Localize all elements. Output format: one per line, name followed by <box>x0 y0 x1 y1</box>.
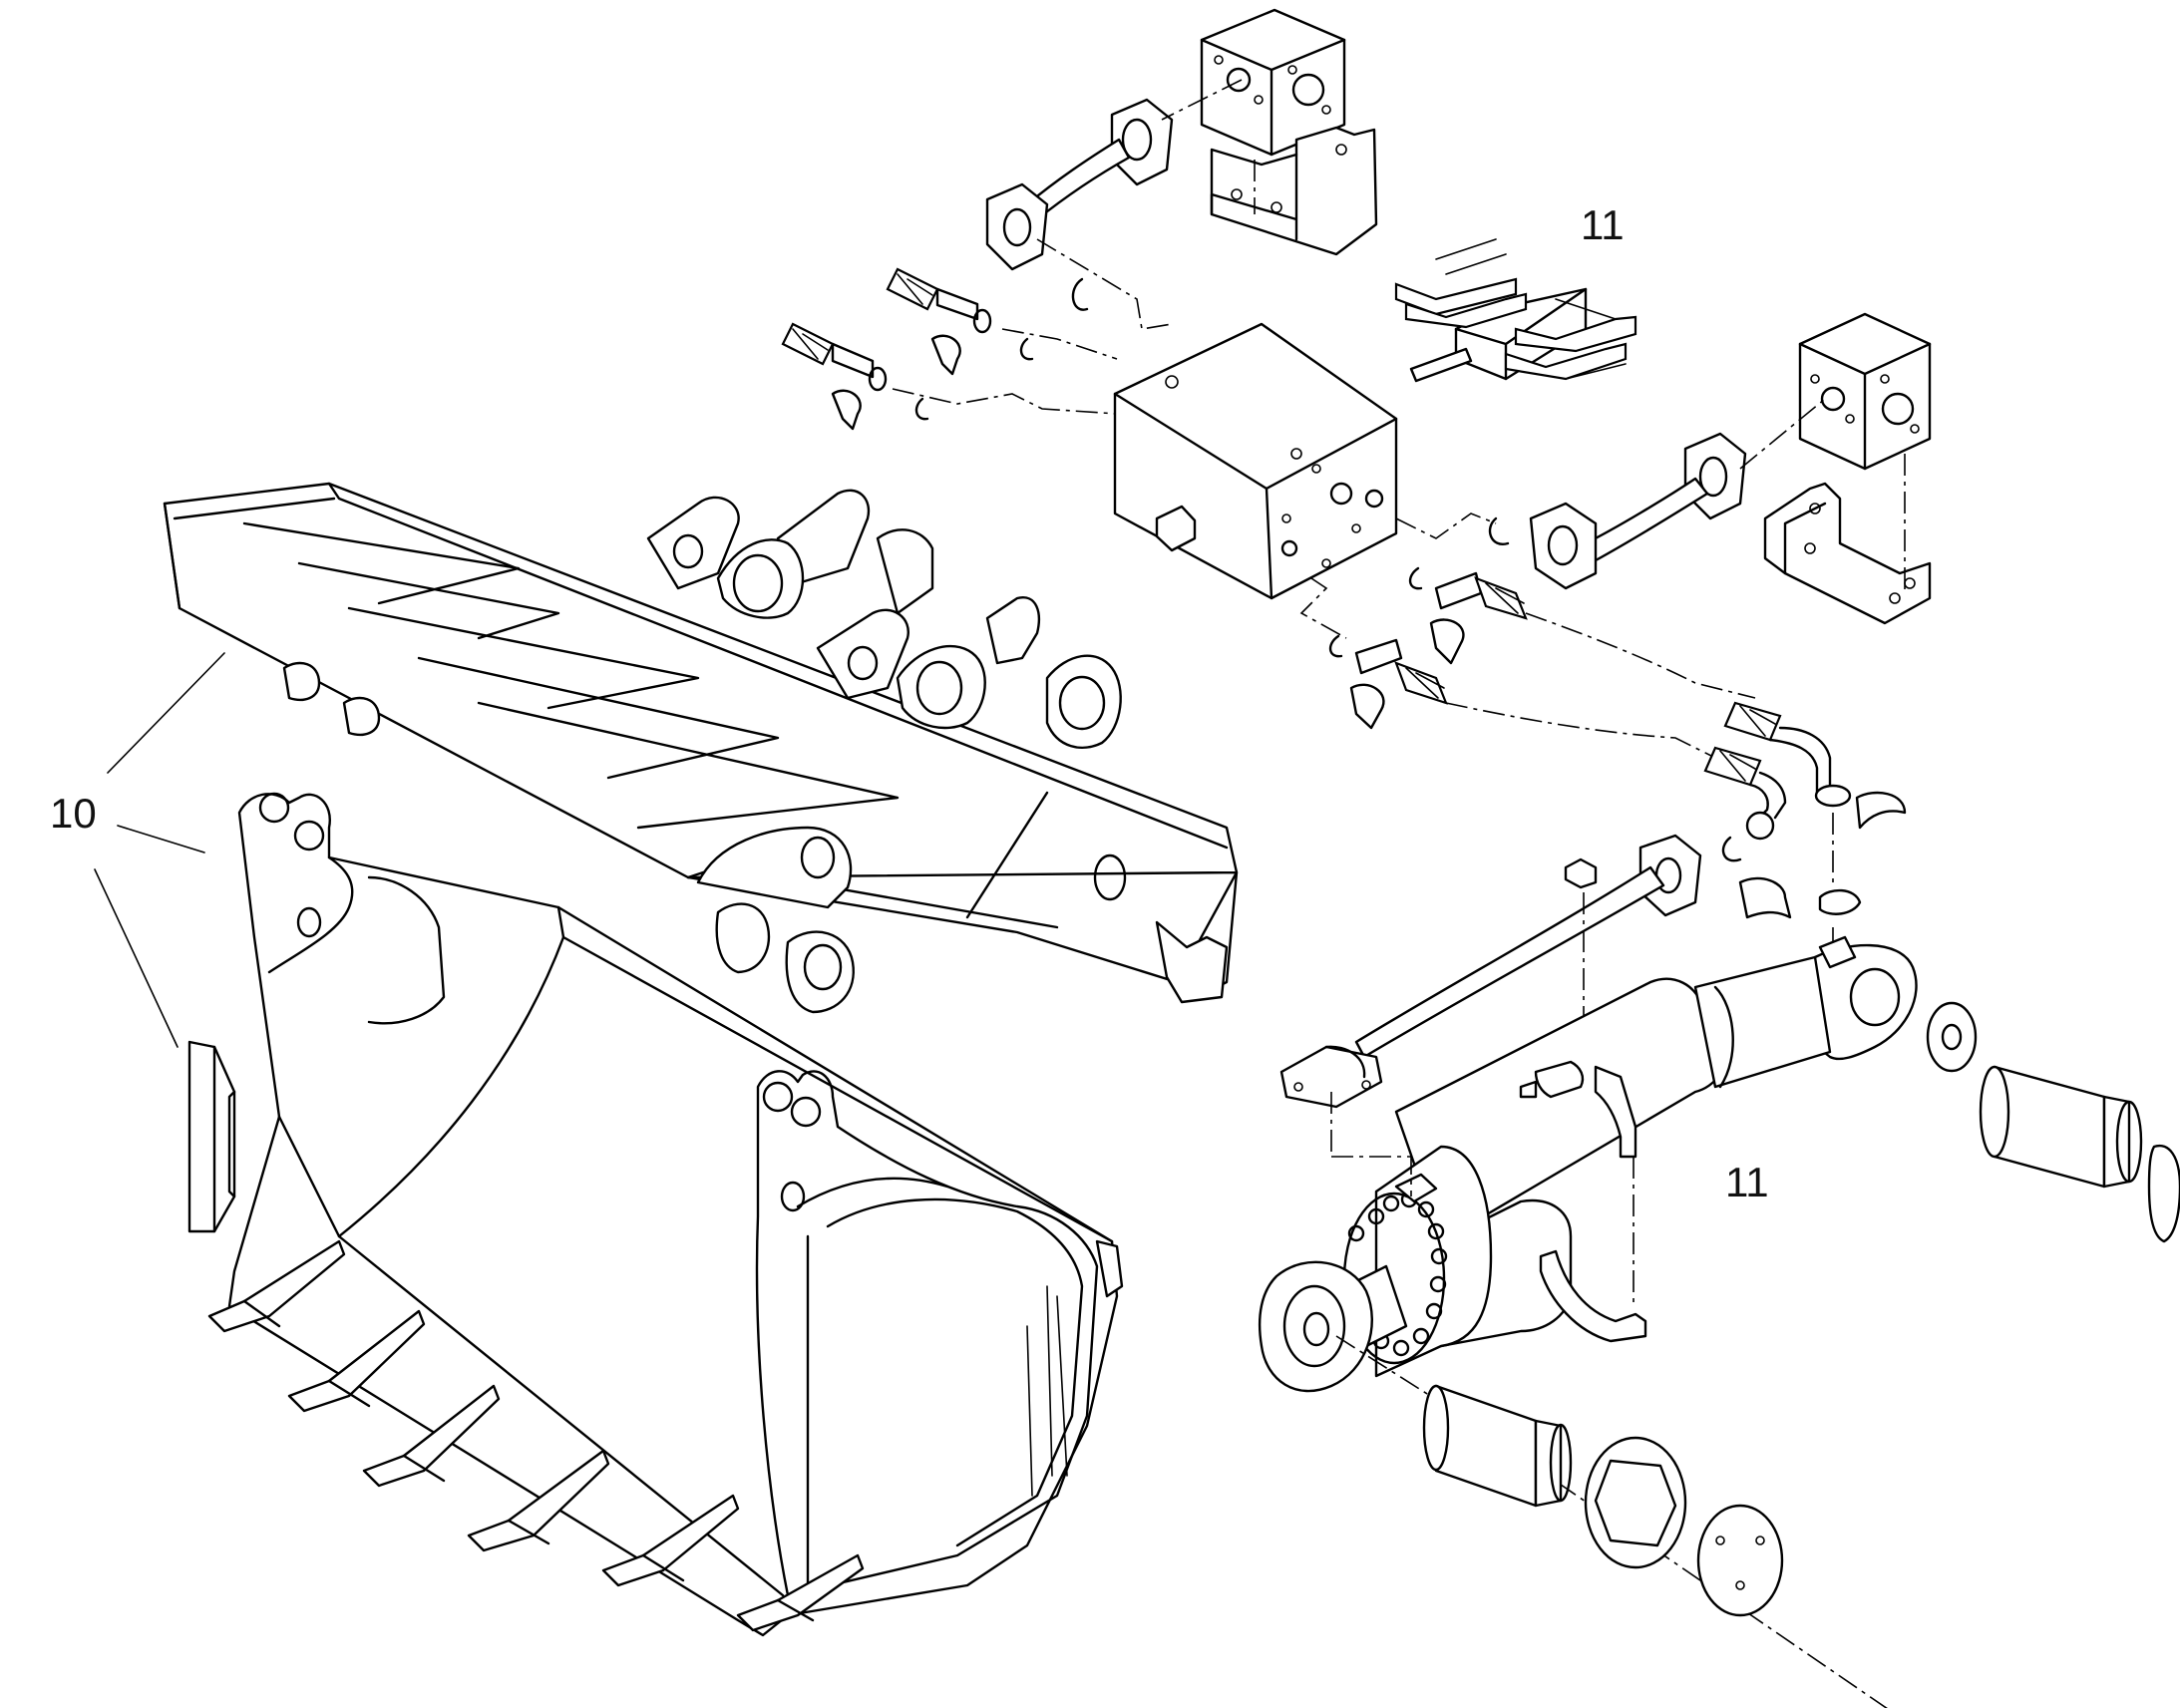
fittings-upper-left <box>781 267 1089 431</box>
valve-block <box>1113 322 1398 600</box>
bucket-teeth <box>207 1239 865 1632</box>
leader-10-bucket <box>117 825 205 854</box>
centerline-upper-4 <box>892 388 1118 415</box>
centerline-cyl-port <box>1330 1092 1412 1196</box>
centerline-upper-2 <box>1036 238 1173 330</box>
leader-10-pad <box>94 868 179 1048</box>
clamp-middle <box>1519 1060 1637 1159</box>
clamp-upper <box>1564 857 1598 1057</box>
cylinder-head-bolts <box>1347 1191 1448 1357</box>
flange-pipe-right <box>1395 398 1826 590</box>
pin-lower-assembly <box>1335 1335 1888 1708</box>
clamp-lower <box>1539 1249 1647 1343</box>
lift-frame <box>163 482 1239 1004</box>
leader-10-frame <box>107 652 225 774</box>
wear-pad <box>187 1040 236 1233</box>
valve-manifold-small <box>1394 238 1637 383</box>
mounting-block-upper <box>1200 8 1378 256</box>
flange-pipe-upper <box>985 98 1174 271</box>
mounting-block-right <box>1763 312 1932 625</box>
centerline-upper-3 <box>1001 328 1118 360</box>
pin-right-assembly <box>1926 1001 2180 1243</box>
hoses-right <box>1703 701 1907 962</box>
callout-11-manifold: 11 <box>1581 201 1625 248</box>
hydraulic-cylinder <box>1258 935 1918 1393</box>
centerline-upper-1 <box>1161 79 1243 121</box>
frame-lugs <box>282 489 1127 1014</box>
fittings-right <box>1299 566 1756 759</box>
callout-11-cylinder: 11 <box>1725 1159 1769 1205</box>
hydraulic-tube-long <box>1279 834 1702 1109</box>
callout-10: 10 <box>50 790 97 837</box>
